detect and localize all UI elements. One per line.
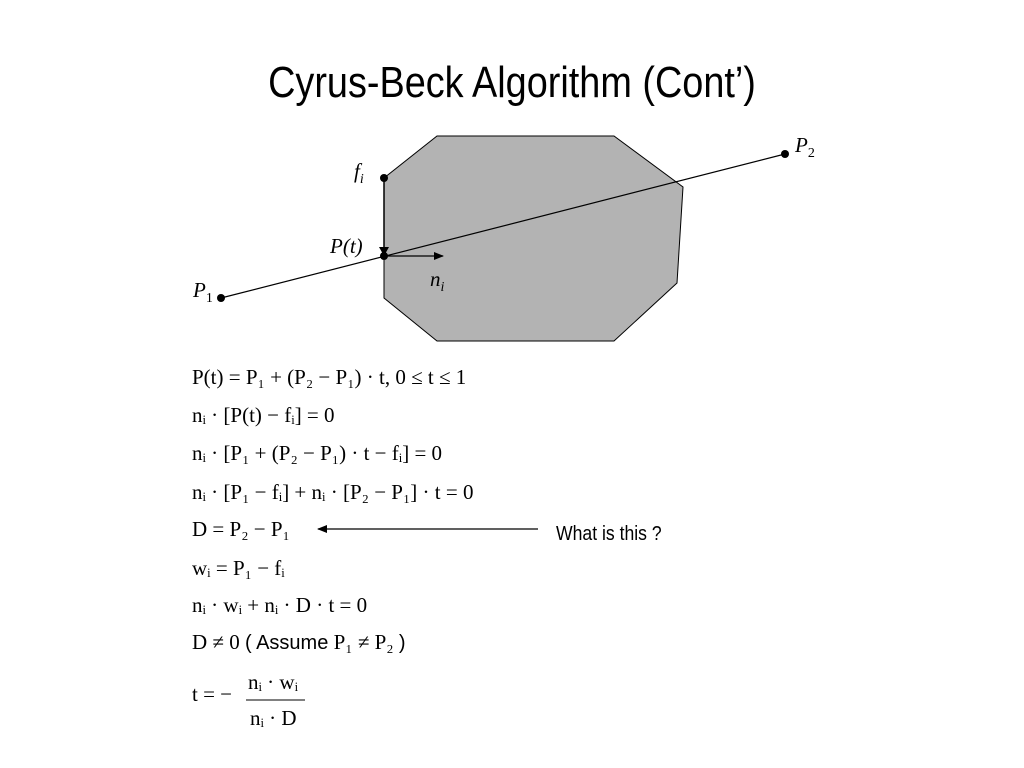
clip-polygon: [383, 135, 684, 342]
assume-close: ): [398, 632, 406, 654]
equation-substituted: nᵢ · [P₁ + (P₂ − P₁) · t − fᵢ] = 0: [192, 441, 443, 465]
equation-dot-condition: nᵢ · [P(t) − fᵢ] = 0: [192, 403, 335, 427]
t-solution-denominator: nᵢ · D: [250, 706, 297, 730]
point-p2: [781, 150, 789, 158]
label-ni: ni: [430, 267, 445, 295]
slide-title: Cyrus-Beck Algorithm (Cont’): [268, 58, 756, 107]
equation-combined: nᵢ · wᵢ + nᵢ · D · t = 0: [192, 593, 368, 617]
equation-d-definition: D = P₂ − P₁: [192, 517, 290, 541]
equation-expanded: nᵢ · [P₁ − fᵢ] + nᵢ · [P₂ − P₁] · t = 0: [192, 480, 474, 504]
label-p1: P1: [192, 278, 213, 306]
t-solution-prefix: t = −: [192, 682, 233, 706]
point-pt: [380, 252, 388, 260]
point-fi: [380, 174, 388, 182]
segment-p1-p2: [220, 153, 786, 299]
label-fi: fi: [354, 159, 364, 187]
assume-condition: P₁ ≠ P₂: [333, 630, 394, 654]
what-is-this-annotation: What is this ?: [556, 523, 662, 545]
point-p1: [217, 294, 225, 302]
label-pt: P(t): [329, 234, 363, 258]
equation-d-nonzero: D ≠ 0 ( Assume P₁ ≠ P₂ ): [192, 630, 406, 654]
label-p2: P2: [794, 133, 815, 161]
d-nonzero-lhs: D ≠ 0: [192, 630, 240, 654]
equation-parametric-line: P(t) = P₁ + (P₂ − P₁) · t, 0 ≤ t ≤ 1: [192, 365, 467, 389]
edge-arrow-icon: [379, 247, 389, 256]
assume-text: ( Assume: [244, 632, 329, 654]
equation-w-definition: wᵢ = P₁ − fᵢ: [192, 556, 285, 580]
t-solution-numerator: nᵢ · wᵢ: [248, 670, 299, 694]
